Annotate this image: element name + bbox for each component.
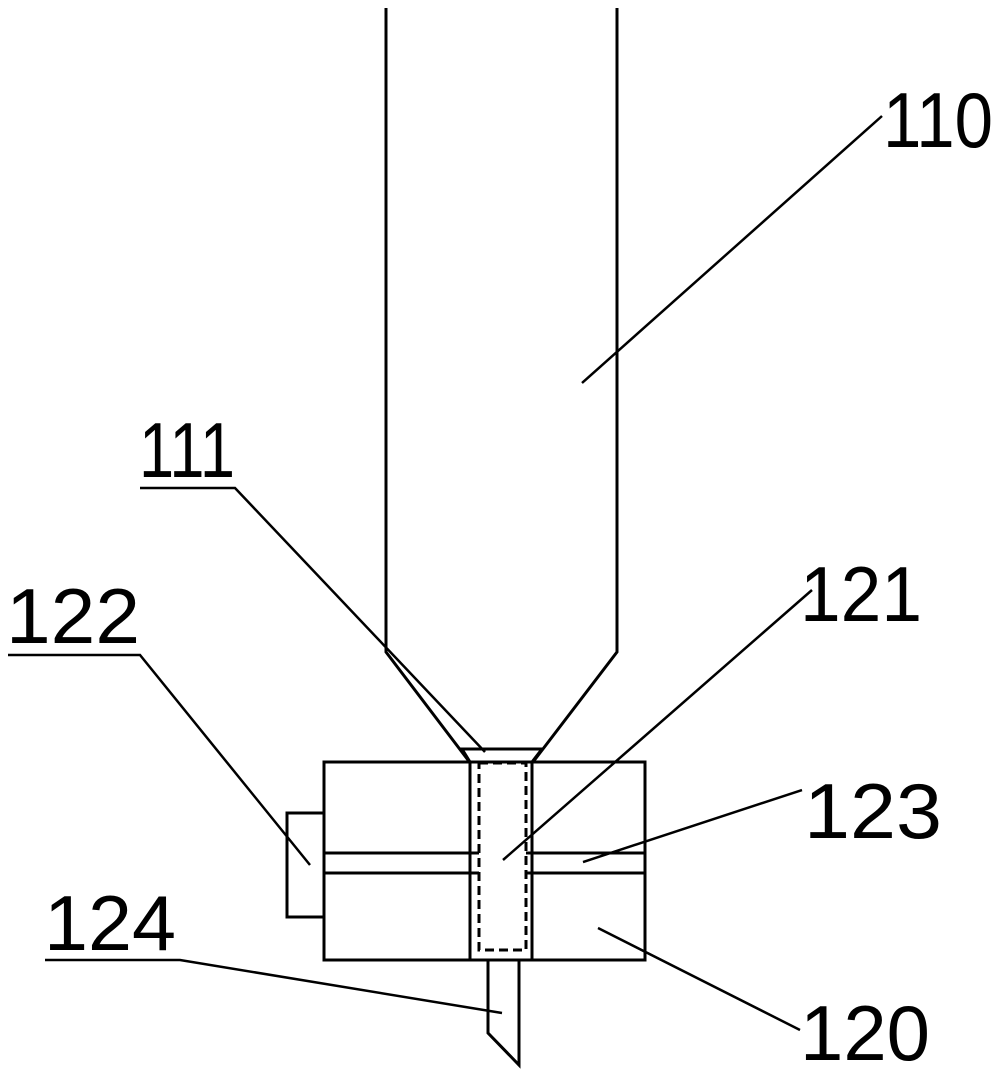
label-124: 124 bbox=[44, 879, 176, 967]
hopper bbox=[384, 8, 619, 763]
leader-123 bbox=[582, 788, 803, 864]
leader-124 bbox=[45, 958, 503, 1015]
top-plate bbox=[459, 747, 546, 764]
leader-111 bbox=[140, 486, 486, 753]
leader-110 bbox=[581, 115, 883, 384]
transverse-channel bbox=[324, 851, 645, 875]
label-123: 123 bbox=[804, 767, 942, 855]
leader-121 bbox=[502, 589, 813, 861]
leader-122 bbox=[8, 653, 311, 866]
side-actuator bbox=[285, 811, 326, 919]
label-110: 110 bbox=[883, 76, 993, 164]
label-122: 122 bbox=[6, 572, 140, 660]
leader-120 bbox=[597, 926, 801, 1032]
nozzle bbox=[486, 960, 521, 1069]
label-111: 111 bbox=[139, 406, 235, 494]
label-120: 120 bbox=[800, 989, 930, 1071]
label-121: 121 bbox=[800, 550, 922, 638]
channel-insert bbox=[477, 761, 528, 952]
block bbox=[322, 760, 647, 962]
